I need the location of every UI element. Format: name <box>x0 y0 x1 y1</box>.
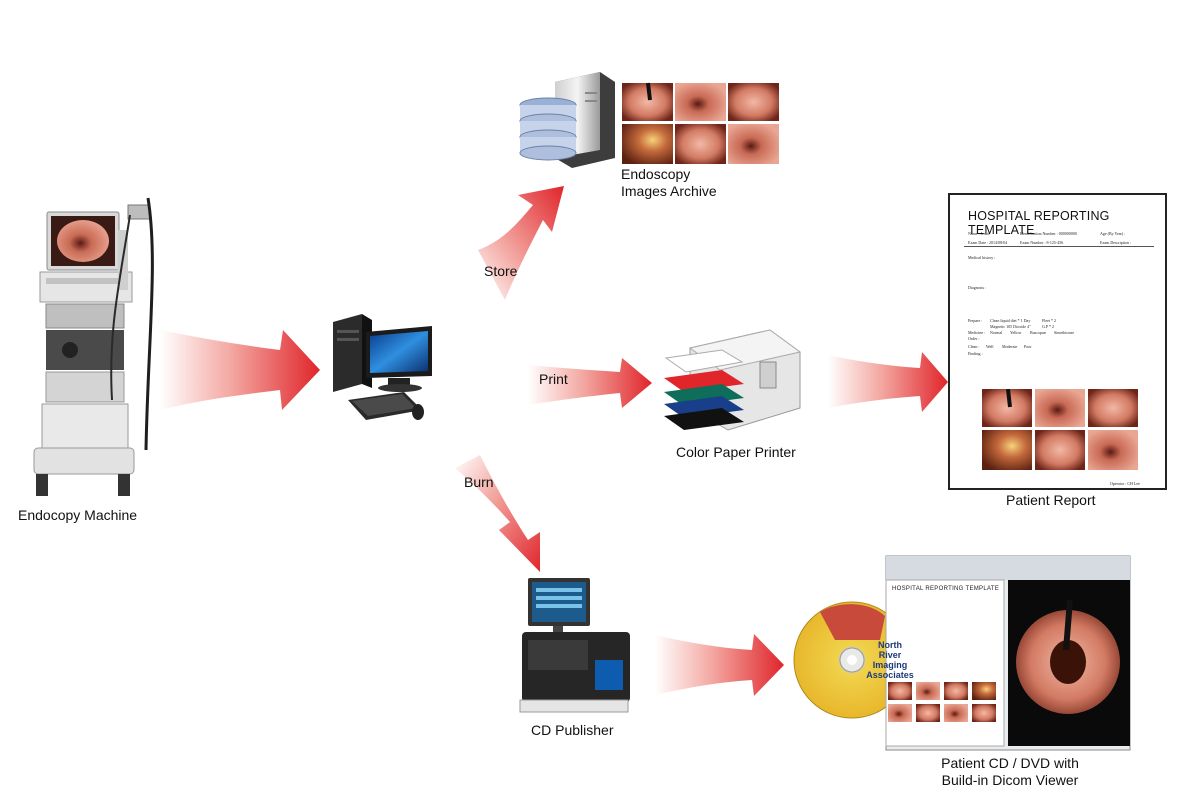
report-clean-opt-3: Poor <box>1024 344 1032 349</box>
endoscopy-machine-illustration <box>33 197 154 496</box>
disc-text-3: Imaging <box>872 660 908 670</box>
report-name: Name : Jessie <box>968 231 990 236</box>
disc-text-2: River <box>878 650 902 660</box>
report-operator: Operator : CH Lee <box>1110 481 1140 486</box>
viewer-report-title: HOSPITAL REPORTING TEMPLATE <box>892 586 1000 592</box>
label-patient-report: Patient Report <box>1006 492 1096 508</box>
report-medicine-opt-2: Yellow <box>1010 330 1022 335</box>
arrow-print <box>528 358 652 408</box>
report-medical-history: Medical history : <box>968 255 996 260</box>
edge-label-store: Store <box>484 263 518 279</box>
report-thumbnails <box>982 389 1138 470</box>
label-archive: Endoscopy Images Archive <box>621 166 717 200</box>
report-medicine-opt-4: Simethicone <box>1054 330 1074 335</box>
report-exam-desc: Exam Description : <box>1100 240 1132 245</box>
report-medicine-opt-1: Normal <box>990 330 1003 335</box>
disc-text-4: Associates <box>866 670 914 680</box>
report-prepare-opt-1: Clean liquid diet * 1 Day <box>990 318 1031 323</box>
report-title: HOSPITAL REPORTING TEMPLATE <box>968 209 1110 237</box>
report-clean-opt-2: Moderate <box>1002 344 1018 349</box>
label-archive-line1: Endoscopy <box>621 166 691 182</box>
label-printer: Color Paper Printer <box>676 444 796 460</box>
color-printer-illustration <box>664 329 802 431</box>
report-divider <box>964 246 1154 247</box>
label-cd-viewer-line1: Patient CD / DVD with <box>941 755 1079 771</box>
edge-label-print: Print <box>539 371 568 387</box>
server-database-illustration <box>519 72 615 168</box>
cd-publisher-illustration <box>519 578 630 713</box>
report-medicine: Medicine : <box>968 330 986 335</box>
arrow-publisher-to-cd <box>655 634 784 696</box>
edge-label-burn: Burn <box>464 474 494 490</box>
label-archive-line2: Images Archive <box>621 183 717 199</box>
report-order: Order : <box>968 336 980 341</box>
arrow-burn <box>455 455 540 572</box>
archive-thumbnails <box>622 82 779 164</box>
report-exam-date: Exam Date : 2014/08/04 <box>968 240 1008 245</box>
report-clean-opt-1: Well <box>986 344 994 349</box>
disc-brand-text: North River Imaging Associates <box>860 640 920 680</box>
arrow-store <box>478 186 564 300</box>
report-prepare-opt-2: Fleet * 2 <box>1042 318 1056 323</box>
report-age: Age (By Year) : <box>1100 231 1126 236</box>
report-medicine-opt-3: Buscopan <box>1030 330 1046 335</box>
report-prepare-opt-4: G.P * 2 <box>1042 324 1054 329</box>
report-diagnosis: Diagnosis : <box>968 285 987 290</box>
report-prepare-opt-3: Magnetic 105 Dioxide 4" <box>990 324 1031 329</box>
disc-text-1: North <box>878 640 902 650</box>
label-cd-viewer-line2: Build-in Dicom Viewer <box>941 772 1079 788</box>
report-prepare: Prepare : <box>968 318 983 323</box>
label-cd-viewer: Patient CD / DVD with Build-in Dicom Vie… <box>925 755 1095 789</box>
arrow-machine-to-computer <box>160 330 320 410</box>
report-exam-number: Exam Number : 8-125-456 <box>1020 240 1064 245</box>
report-id: Identification Number : 000000000 <box>1020 231 1077 236</box>
label-endoscopy-machine: Endocopy Machine <box>18 507 138 523</box>
arrow-printer-to-report <box>828 352 948 412</box>
patient-report-document: HOSPITAL REPORTING TEMPLATE Name : Jessi… <box>948 193 1167 490</box>
dicom-viewer-illustration <box>885 555 1131 751</box>
label-cd-publisher: CD Publisher <box>531 722 614 738</box>
report-clean: Clean : <box>968 344 980 349</box>
computer-illustration <box>333 314 432 420</box>
report-finding: Finding : <box>968 351 983 356</box>
